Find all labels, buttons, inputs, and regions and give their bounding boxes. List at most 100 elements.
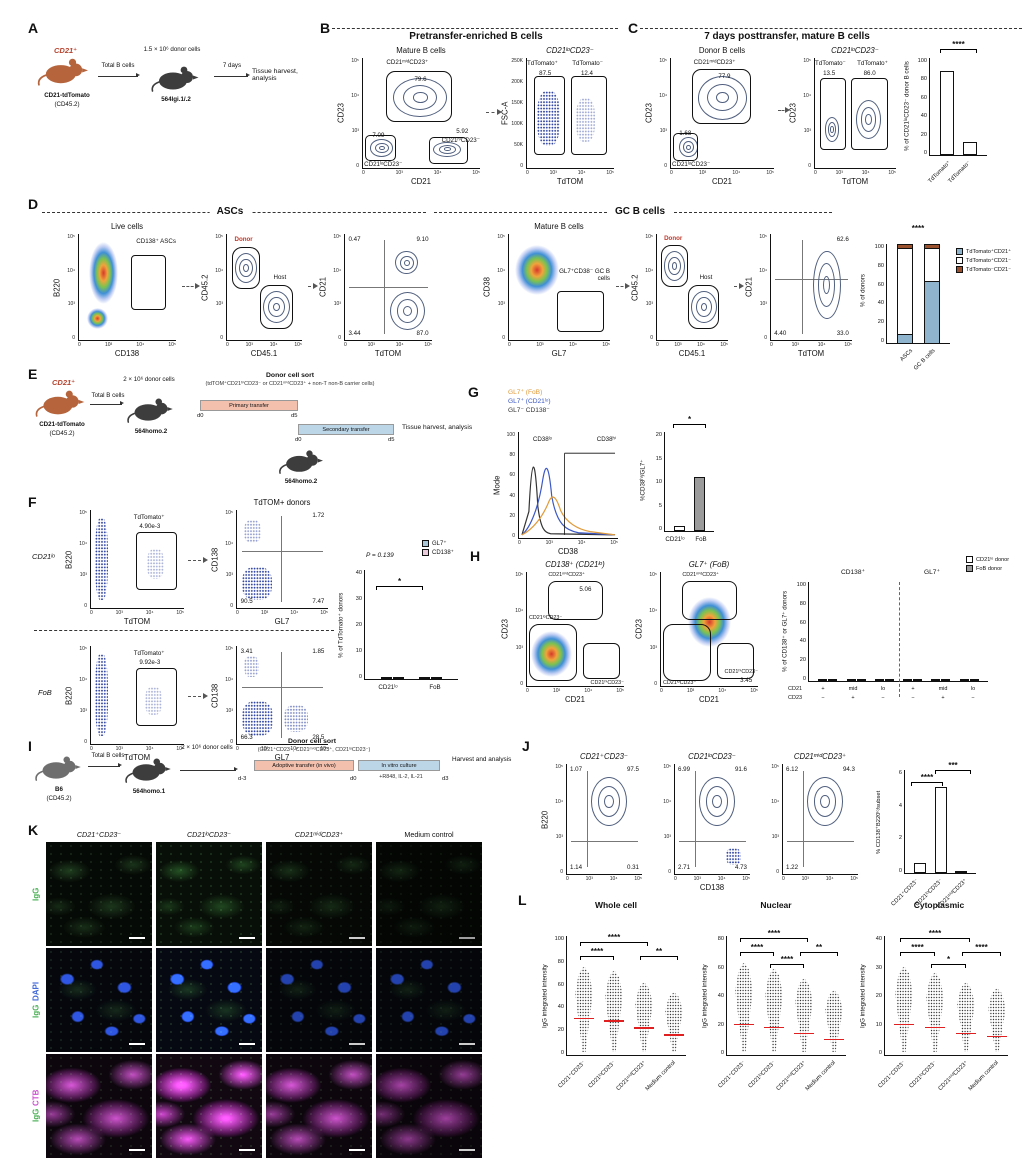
plot-frame: 1.72 90.5 7.47 <box>236 510 328 609</box>
tick-label: 10⁴ <box>717 876 726 882</box>
quadrant-value: 66.3 <box>240 734 253 742</box>
row-name-fob: FoB <box>38 688 52 697</box>
tick-label: 10⁵ <box>515 572 523 578</box>
segment-tdtom-neg-cd21-neg <box>923 244 940 248</box>
violin-cluster <box>895 966 913 1052</box>
segment-tdtom-pos-cd21-neg <box>897 247 914 335</box>
tick-label: 10³ <box>79 708 87 714</box>
tick-label: 10⁴ <box>225 677 233 683</box>
stacked-bar-ascs <box>897 244 914 343</box>
legend-label: TdTomato⁺CD21⁻ <box>966 257 1012 264</box>
gate-outline <box>528 624 578 682</box>
tick-label: 100 <box>506 432 515 438</box>
gate-label: TdTomato⁻ <box>815 60 846 68</box>
tick-label: 0 <box>78 342 81 348</box>
tick-label: 0 <box>512 532 515 539</box>
tick-label: 10⁵ <box>225 646 233 652</box>
x-level: + <box>911 686 915 692</box>
bar-cd21lo-donor <box>874 679 884 681</box>
column-header: CD21ᵐⁱᵈCD23⁺ <box>294 830 344 839</box>
gate-label-donor: Donor <box>664 235 683 243</box>
x-level: − <box>911 695 915 701</box>
bar-cd21mid <box>955 871 968 873</box>
micrograph-igg-cd21mid <box>266 842 372 946</box>
gate-value: 87.5 <box>539 70 552 78</box>
tick-label: 10³ <box>686 688 695 694</box>
x-category: Medium control <box>644 1060 678 1093</box>
scale-bar <box>129 937 145 939</box>
plot-frame: **** *** <box>904 761 976 874</box>
tick-label: 10⁵ <box>225 510 233 516</box>
x-category: CD21ᵐⁱᵈCD23⁺ <box>775 1060 808 1092</box>
y-axis-label: % of donors <box>859 273 867 307</box>
recipient-name: 564homo.2 <box>284 478 318 485</box>
legend-label: TdTomato⁻CD21⁻ <box>966 266 1012 273</box>
x-category: CD21⁺CD23⁻ <box>717 1060 748 1090</box>
significance-bracket: *** <box>935 761 971 774</box>
significance-label: *** <box>948 761 958 770</box>
gate-value: 5.92 <box>456 128 469 135</box>
x-level: − <box>821 695 825 701</box>
quadrant-value: 6.99 <box>678 766 691 774</box>
gate-value: 86.0 <box>863 70 876 78</box>
y-axis-label: % CD138⁺B220ˡᵒ/subset <box>876 790 882 854</box>
quadrant-line <box>241 687 324 689</box>
tick-label: 0 <box>84 739 87 745</box>
dashed-arrow <box>778 106 790 113</box>
plot-frame: CD21ᵐⁱᵈCD23⁺ CD21ˡᵒCD23⁻ CD21ʰⁱCD23⁻ 3.4… <box>660 572 758 687</box>
scale-bar <box>129 1149 145 1151</box>
tick-label: 20 <box>509 512 515 519</box>
tick-label: 100 <box>917 58 927 64</box>
y-axis-label: CD21 <box>318 277 328 298</box>
plot-frame: * <box>664 415 714 532</box>
gate-outline <box>717 642 755 680</box>
quadrant-value: 1.72 <box>312 511 325 519</box>
tick-label: 10⁴ <box>663 799 671 805</box>
tick-label: 10⁴ <box>269 342 278 348</box>
x-axis-label: TdTOM <box>797 349 825 358</box>
tick-label: 10³ <box>79 572 87 578</box>
tick-label: 0 <box>226 342 229 348</box>
x-axis-label: TdTOM <box>374 349 402 358</box>
significance-label: * <box>397 577 402 586</box>
tick-label: 40 <box>920 113 927 120</box>
quadrant-value: 0.31 <box>626 863 639 871</box>
legend-item: CD138⁺ <box>422 549 454 556</box>
legend: TdTomato⁺CD21⁺ TdTomato⁺CD21⁻ TdTomato⁻C… <box>956 248 1011 273</box>
stacked-bar-gc <box>923 244 940 343</box>
quadrant-value: 6.12 <box>786 766 799 774</box>
significance-bracket: **** <box>900 943 935 956</box>
y-axis-label: B220 <box>52 278 62 297</box>
b6-mouse-icon <box>35 755 82 781</box>
gate-label: TdTomato⁺ <box>133 649 165 657</box>
x-row-header-cd23: CD23 <box>788 695 803 701</box>
legend: GL7⁺ (FoB) GL7⁺ (CD21ˡᵒ) GL7⁻ CD138⁻ <box>508 388 551 414</box>
plot-frame: CD21ᵐⁱᵈCD23⁺ 79.6 CD21ʰⁱCD23⁻ 5.92 CD21ˡ… <box>362 58 480 169</box>
donor-mouse-strain: (CD45.2) <box>49 430 75 437</box>
tick-label: 20 <box>875 993 882 999</box>
tick-label: 250K <box>511 58 523 64</box>
contour-blob <box>697 75 748 120</box>
legend-swatch <box>956 257 963 264</box>
legend-swatch <box>966 556 973 563</box>
contour-blob <box>813 250 841 319</box>
contour-blob <box>393 77 448 118</box>
tick-label: 10³ <box>245 342 253 348</box>
y-axis-label: %CD38ʰⁱ/GL7⁺ <box>639 459 647 501</box>
x-category: CD21ᵐⁱᵈCD23⁺ <box>615 1060 648 1092</box>
y-axis-label: CD23 <box>788 103 798 124</box>
